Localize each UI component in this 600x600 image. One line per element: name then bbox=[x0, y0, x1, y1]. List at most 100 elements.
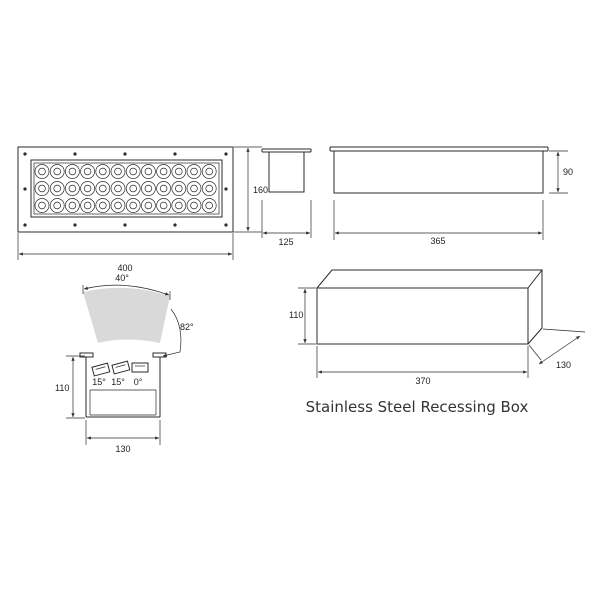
lens-center bbox=[68, 201, 77, 210]
lens-ring bbox=[34, 164, 50, 179]
lens-ring bbox=[171, 198, 187, 213]
lens-ring bbox=[34, 198, 50, 213]
lens-center bbox=[38, 184, 46, 193]
module-tilt-right bbox=[131, 362, 149, 373]
lens-ring bbox=[34, 181, 50, 196]
lens-ring bbox=[186, 181, 202, 196]
side-view-body bbox=[268, 151, 305, 193]
lens-center bbox=[144, 167, 153, 176]
lens-ring bbox=[49, 164, 65, 179]
lens-ring bbox=[80, 181, 95, 196]
box-3d-side-face bbox=[527, 270, 543, 345]
box-front-view: 365 90 bbox=[329, 146, 573, 246]
lens-ring bbox=[186, 164, 202, 179]
lens-center bbox=[114, 201, 122, 210]
lens-ring bbox=[156, 198, 171, 213]
screw-hole bbox=[224, 223, 228, 227]
front-view: 400 160 bbox=[17, 146, 268, 273]
housing-flange-right bbox=[152, 352, 167, 358]
lens-ring bbox=[141, 164, 156, 179]
lens-center bbox=[190, 184, 198, 193]
beam-view: 40° 82° 15° 15° 0° 110 bbox=[55, 273, 194, 454]
lens-ring bbox=[201, 198, 217, 213]
lens-center bbox=[99, 184, 107, 193]
box-3d-depth-dimension-line bbox=[538, 335, 581, 365]
front-view-inner-frame bbox=[30, 159, 223, 218]
box-3d-height-label: 110 bbox=[289, 310, 303, 320]
front-width-label: 400 bbox=[117, 263, 132, 273]
lens-center bbox=[159, 184, 168, 193]
screw-hole bbox=[123, 152, 127, 156]
lens-ring bbox=[201, 164, 217, 179]
lens-ring bbox=[141, 198, 156, 213]
lens-ring bbox=[171, 164, 187, 179]
screw-hole bbox=[224, 152, 228, 156]
lens-center bbox=[144, 201, 153, 210]
front-view-outer-plate bbox=[17, 146, 234, 233]
side-depth-label: 125 bbox=[278, 237, 293, 247]
section-width-label: 130 bbox=[115, 444, 130, 454]
box-3d-top-face bbox=[316, 269, 544, 289]
lens-center bbox=[53, 201, 61, 210]
front-view-lens-panel bbox=[33, 162, 220, 215]
box-3d-length-label: 370 bbox=[415, 376, 430, 386]
lens-center bbox=[190, 201, 198, 210]
module-tilt-mid bbox=[111, 360, 131, 375]
lens-center bbox=[129, 201, 137, 210]
tilt-right-label: 0° bbox=[134, 377, 143, 387]
lens-center bbox=[53, 167, 61, 176]
box-3d-view: 110 370 130 bbox=[289, 269, 586, 386]
box-3d-front-face bbox=[316, 287, 529, 345]
box-front-body bbox=[333, 150, 544, 194]
rotation-angle-label: 82° bbox=[180, 322, 194, 332]
lens-center bbox=[205, 167, 213, 176]
lens-center bbox=[83, 184, 92, 193]
screw-hole bbox=[23, 187, 27, 191]
lens-center bbox=[190, 167, 198, 176]
screw-hole bbox=[73, 223, 77, 227]
lens-ring bbox=[95, 198, 111, 213]
lens-center bbox=[38, 167, 46, 176]
beam-cone bbox=[83, 287, 170, 343]
screw-hole bbox=[123, 223, 127, 227]
lens-center bbox=[175, 167, 183, 176]
lens-ring bbox=[95, 164, 111, 179]
tilt-mid-label: 15° bbox=[111, 377, 125, 387]
tilt-left-label: 15° bbox=[92, 377, 106, 387]
section-height-label: 110 bbox=[55, 383, 69, 393]
lens-ring bbox=[65, 181, 80, 196]
screw-hole bbox=[224, 187, 228, 191]
lens-ring bbox=[171, 181, 187, 196]
lens-ring bbox=[49, 198, 65, 213]
lens-center bbox=[159, 167, 168, 176]
beam-angle-arc bbox=[83, 284, 170, 296]
lens-center bbox=[159, 201, 168, 210]
lens-center bbox=[144, 184, 153, 193]
lens-center bbox=[205, 184, 213, 193]
module-tilt-left bbox=[91, 362, 111, 377]
lens-ring bbox=[156, 164, 171, 179]
lens-center bbox=[114, 184, 122, 193]
lens-center bbox=[99, 201, 107, 210]
lens-center bbox=[38, 201, 46, 210]
lens-center bbox=[83, 201, 92, 210]
housing-flange-left bbox=[79, 352, 94, 358]
lens-ring bbox=[65, 164, 80, 179]
lens-ring bbox=[156, 181, 171, 196]
lens-ring bbox=[49, 181, 65, 196]
screw-hole bbox=[23, 152, 27, 156]
lens-center bbox=[68, 184, 77, 193]
lens-center bbox=[175, 201, 183, 210]
screw-hole bbox=[73, 152, 77, 156]
box-front-length-label: 365 bbox=[430, 236, 445, 246]
lens-ring bbox=[201, 181, 217, 196]
box-3d-depth-label: 130 bbox=[556, 360, 571, 370]
lens-ring bbox=[141, 181, 156, 196]
front-height-label: 160 bbox=[253, 185, 268, 195]
screw-hole bbox=[23, 223, 27, 227]
lens-ring bbox=[186, 198, 202, 213]
lens-center bbox=[53, 184, 61, 193]
lens-ring bbox=[65, 198, 80, 213]
lens-ring bbox=[80, 198, 95, 213]
lens-center bbox=[68, 167, 77, 176]
